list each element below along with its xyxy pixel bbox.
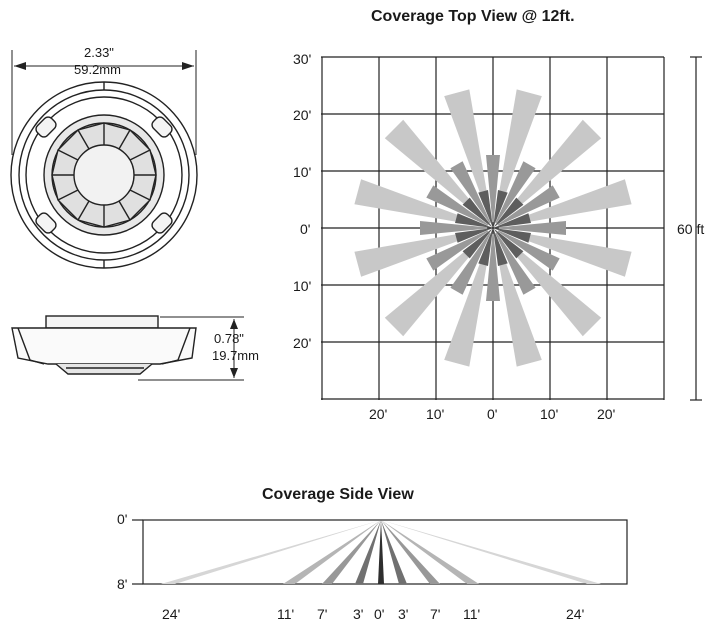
side-coverage-beam — [381, 520, 440, 584]
x-tick-label: 10' — [426, 406, 445, 422]
coverage-ray-short — [494, 229, 524, 259]
coverage-ray-long — [496, 246, 542, 367]
side-x-tick-label: 11' — [277, 606, 295, 622]
coverage-ray-mid — [495, 232, 536, 295]
coverage-ray-short — [493, 190, 508, 227]
x-tick-label: 20' — [369, 406, 388, 422]
coverage-ray-mid — [495, 161, 536, 224]
top-view-title: Coverage Top View @ 12ft. — [371, 8, 575, 25]
side-coverage-beam — [381, 520, 601, 584]
coverage-ray-mid — [450, 161, 491, 224]
width-mm-label: 59.2mm — [74, 62, 121, 77]
side-y-tick-label: 8' — [117, 576, 128, 592]
side-view-title: Coverage Side View — [262, 486, 414, 503]
side-y-tick-label: 0' — [117, 511, 128, 527]
coverage-ray-long — [384, 119, 481, 216]
coverage-ray-long — [384, 240, 481, 337]
side-coverage-beam — [283, 520, 381, 584]
coverage-ray-short — [478, 229, 493, 266]
y-tick-label: 20' — [293, 335, 312, 351]
side-x-tick-label: 11' — [463, 606, 481, 622]
coverage-ray-short — [455, 213, 492, 228]
top-view-grid — [321, 56, 702, 401]
side-x-tick-label: 3' — [398, 606, 409, 622]
coverage-ray-mid — [486, 155, 500, 222]
side-coverage-beam — [381, 520, 479, 584]
coverage-ray-long — [496, 89, 542, 210]
coverage-ray-short — [462, 197, 492, 227]
coverage-ray-short — [494, 228, 531, 243]
coverage-ray-long — [354, 231, 475, 277]
side-x-tick-label: 3' — [353, 606, 364, 622]
span-label: 60 ft — [677, 221, 705, 237]
side-view-diagram — [132, 519, 628, 585]
y-tick-label: 10' — [293, 164, 312, 180]
width-inches-label: 2.33" — [84, 45, 114, 60]
coverage-ray-long — [505, 240, 602, 337]
coverage-ray-mid — [497, 185, 560, 226]
side-coverage-beam — [322, 520, 381, 584]
side-frame — [142, 519, 628, 585]
side-x-tick-label: 7' — [317, 606, 328, 622]
x-tick-label: 10' — [540, 406, 559, 422]
x-tick-label: 20' — [597, 406, 616, 422]
height-mm-label: 19.7mm — [212, 348, 259, 363]
coverage-ray-short — [494, 197, 524, 227]
side-coverage-beam — [381, 520, 407, 584]
y-tick-label: 0' — [300, 221, 311, 237]
y-tick-label: 20' — [293, 107, 312, 123]
side-x-tick-label: 24' — [566, 606, 585, 622]
side-coverage-beam — [378, 520, 384, 584]
coverage-ray-mid — [486, 234, 500, 301]
side-x-tick-label: 24' — [162, 606, 181, 622]
coverage-ray-long — [505, 119, 602, 216]
side-x-tick-label: 0' — [374, 606, 385, 622]
sensor-side-view-drawing — [11, 315, 244, 381]
y-tick-label: 30' — [293, 51, 312, 67]
coverage-ray-short — [462, 229, 492, 259]
sensor-top-view-drawing — [10, 50, 198, 269]
coverage-ray-short — [455, 228, 492, 243]
coverage-ray-long — [511, 231, 632, 277]
coverage-ray-long — [444, 89, 490, 210]
side-x-tick-label: 7' — [430, 606, 441, 622]
coverage-ray-mid — [450, 232, 491, 295]
y-tick-label: 10' — [293, 278, 312, 294]
x-tick-label: 0' — [487, 406, 498, 422]
coverage-ray-long — [354, 179, 475, 225]
coverage-ray-mid — [426, 230, 489, 271]
side-coverage-beam — [355, 520, 381, 584]
coverage-ray-mid — [497, 230, 560, 271]
coverage-ray-long — [511, 179, 632, 225]
coverage-ray-short — [478, 190, 493, 227]
coverage-ray-short — [493, 229, 508, 266]
height-inches-label: 0.78" — [214, 331, 244, 346]
coverage-ray-mid — [426, 185, 489, 226]
coverage-ray-mid — [420, 221, 487, 235]
side-coverage-beam — [161, 520, 381, 584]
coverage-ray-long — [444, 246, 490, 367]
coverage-ray-short — [494, 213, 531, 228]
coverage-ray-mid — [499, 221, 566, 235]
